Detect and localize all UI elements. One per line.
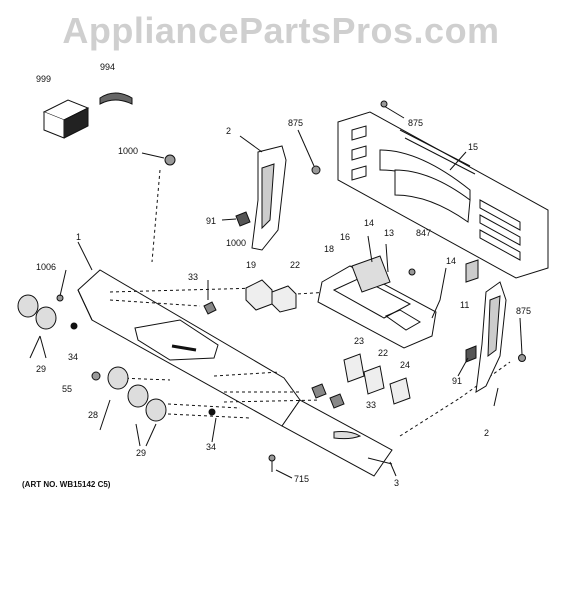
callout-14-left: 14 [364, 218, 374, 228]
callout-3: 3 [394, 478, 399, 488]
callout-14-right: 14 [446, 256, 456, 266]
callout-91-top: 91 [206, 216, 216, 226]
callout-1000-mid: 1000 [226, 238, 246, 248]
part-1000-screw [141, 152, 176, 166]
part-994-clip [99, 92, 133, 105]
callout-1: 1 [76, 232, 81, 242]
callout-33-bottom: 33 [366, 400, 376, 410]
callout-55: 55 [62, 384, 72, 394]
callout-28: 28 [88, 410, 98, 420]
callout-1000-top: 1000 [118, 146, 138, 156]
part-18-control-board [317, 255, 437, 349]
callout-22-bottom: 22 [378, 348, 388, 358]
callout-13: 13 [384, 228, 394, 238]
callout-29-bottom: 29 [136, 448, 146, 458]
callout-2-left: 2 [226, 126, 231, 136]
part-2-right-bracket [475, 281, 507, 407]
part-2-left-bracket [239, 135, 287, 251]
callout-22-top: 22 [290, 260, 300, 270]
part-15-back-panel [337, 111, 549, 279]
part-1-control-panel [77, 269, 393, 477]
callout-999: 999 [36, 74, 51, 84]
part-999-box [42, 99, 90, 139]
callout-91-right: 91 [452, 376, 462, 386]
callout-847: 847 [416, 228, 431, 238]
callout-2-right: 2 [484, 428, 489, 438]
art-number: (ART NO. WB15142 C5) [22, 480, 111, 489]
callout-994: 994 [100, 62, 115, 72]
callout-29-left: 29 [36, 364, 46, 374]
callout-34-bottom: 34 [206, 442, 216, 452]
callout-33-top: 33 [188, 272, 198, 282]
callout-34-left: 34 [68, 352, 78, 362]
callout-1006: 1006 [36, 262, 56, 272]
callout-18: 18 [324, 244, 334, 254]
callout-715: 715 [294, 474, 309, 484]
callout-875-b: 875 [408, 118, 423, 128]
callout-19: 19 [246, 260, 256, 270]
callout-11: 11 [460, 300, 469, 310]
callout-875-a: 875 [288, 118, 303, 128]
callout-15: 15 [468, 142, 478, 152]
callout-24: 24 [400, 360, 410, 370]
callout-875-c: 875 [516, 306, 531, 316]
watermark: AppliancePartsPros.com [62, 10, 500, 51]
callout-16: 16 [340, 232, 350, 242]
callout-labels: 999 994 1000 2 875 875 15 91 1000 1 1006… [36, 62, 531, 488]
callout-23: 23 [354, 336, 364, 346]
knobs-29-28 [17, 294, 167, 422]
